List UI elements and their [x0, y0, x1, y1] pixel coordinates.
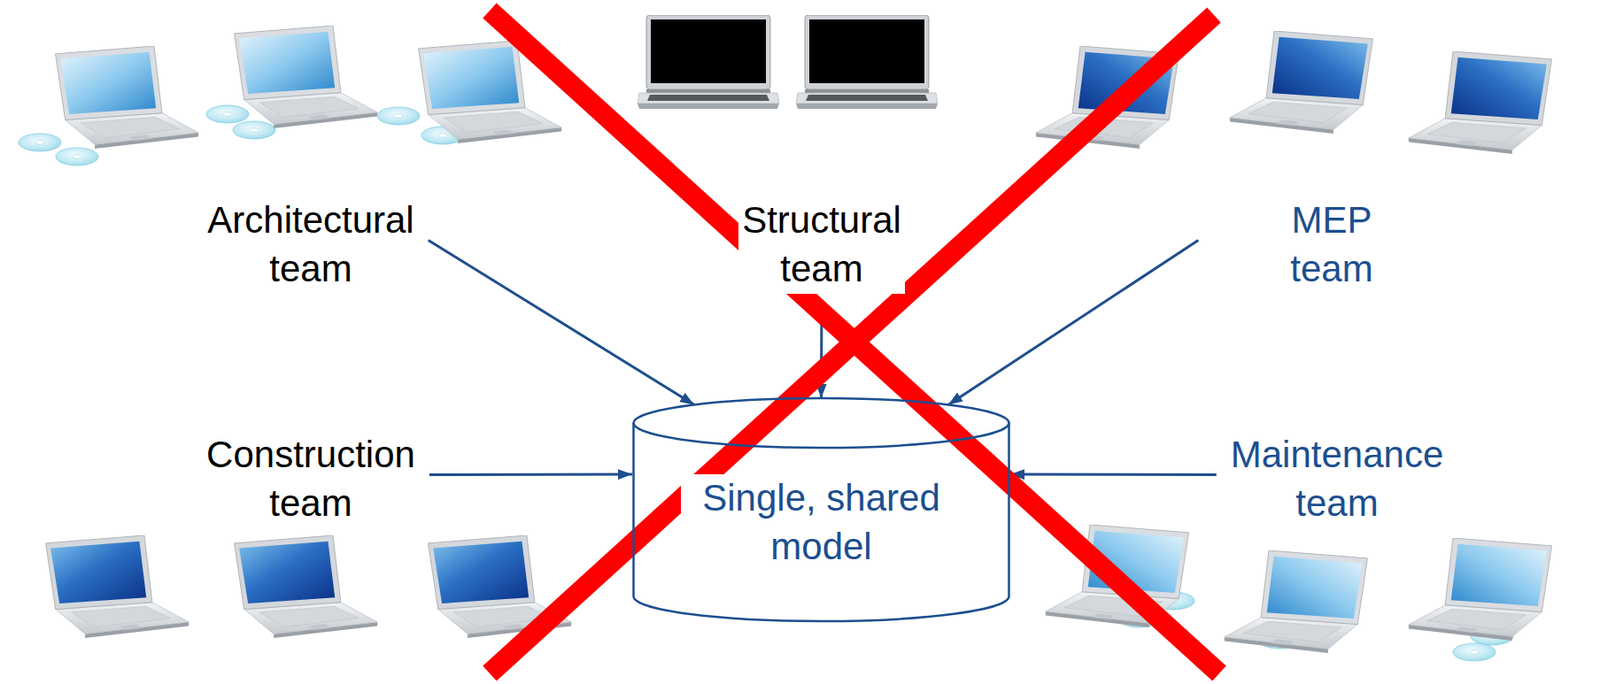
cd-disc: [206, 105, 249, 124]
database-cylinder: Single, shared model: [632, 397, 1011, 623]
cd-disc: [232, 121, 276, 140]
node-text: Maintenance team: [1227, 431, 1448, 528]
laptop-icon: [1229, 30, 1374, 134]
team-label: Structural team: [738, 196, 905, 294]
team-label: MEP team: [1286, 196, 1376, 294]
laptop-icon: [637, 15, 780, 109]
laptop-icon: [46, 535, 190, 639]
laptop-icon: [1229, 30, 1374, 134]
laptop-icon: [1408, 51, 1553, 155]
node-text: Construction team: [202, 431, 419, 528]
arrow-connector: [1010, 473, 1217, 477]
laptop-icon: [1408, 51, 1553, 155]
cross-stroke: [489, 15, 1214, 674]
node-text: MEP team: [1286, 196, 1376, 294]
laptop-icon: [1224, 550, 1369, 654]
cd-disc: [1453, 643, 1496, 662]
laptop-icon: [1408, 538, 1553, 642]
cross-stroke: [489, 10, 1220, 674]
laptop-icon: [1224, 550, 1369, 654]
node-text: Single, shared model: [680, 474, 963, 572]
cylinder-body: [633, 423, 1010, 622]
arrow-connector: [428, 240, 695, 406]
cd-disc: [377, 107, 420, 125]
laptop-icon: [234, 535, 379, 639]
laptop-icon: [55, 46, 200, 149]
laptop-icon: [1408, 538, 1553, 642]
node-text: Architectural team: [203, 196, 418, 294]
arrow-connector: [429, 473, 633, 477]
node-text: Structural team: [738, 196, 905, 294]
team-label: Maintenance team: [1227, 431, 1448, 528]
team-label: Construction team: [202, 431, 419, 528]
laptop-icon: [796, 15, 938, 109]
cd-disc: [18, 133, 62, 152]
team-label: Architectural team: [203, 196, 418, 294]
cd-disc: [55, 147, 99, 166]
cylinder-top: [633, 398, 1010, 449]
laptop-icon: [234, 25, 379, 129]
arrow-connector: [948, 240, 1199, 406]
